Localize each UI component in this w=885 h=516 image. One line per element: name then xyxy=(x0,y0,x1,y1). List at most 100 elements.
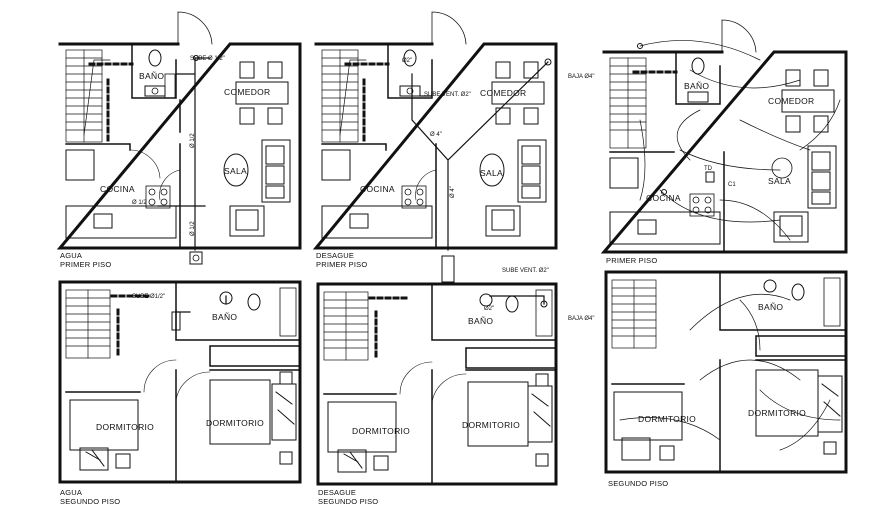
drain-down xyxy=(540,300,548,308)
bed xyxy=(69,399,139,471)
wall xyxy=(675,51,721,105)
door-swing xyxy=(431,373,467,403)
plan-caption: SEGUNDO PISO xyxy=(608,479,668,488)
night-table xyxy=(279,451,293,465)
wall xyxy=(65,369,301,483)
door-swing xyxy=(129,149,161,179)
kitchen-counter xyxy=(65,205,177,239)
sink xyxy=(144,85,166,97)
plan-desague-segundo-piso: BAÑO DORMITORIO DORMITORIO SUBE VENT. Ø2… xyxy=(316,268,594,506)
pipe-note: Ø2" xyxy=(402,58,412,64)
pipe-note: Ø 1/2 xyxy=(190,133,196,148)
room-label: DORMITORIO xyxy=(462,420,520,430)
stove xyxy=(401,185,427,209)
stairs xyxy=(65,49,111,143)
plan-caption: SEGUNDO PISO xyxy=(318,497,378,506)
room-label: DORMITORIO xyxy=(352,426,410,436)
pipe-note: Ø2" xyxy=(484,306,494,312)
toilet xyxy=(148,49,162,67)
sofa xyxy=(261,139,291,203)
night-table xyxy=(535,453,549,467)
bed xyxy=(467,381,553,447)
plan-desague-primer-piso: COMEDOR SALA COCINA Ø2" SUBE VENT. Ø2" B… xyxy=(312,11,594,283)
sofa xyxy=(517,139,547,203)
plan-caption: DESAGUE xyxy=(316,251,354,260)
bed xyxy=(613,391,683,461)
pipe-note: Ø 1/2 xyxy=(132,200,147,206)
door-swing xyxy=(159,169,181,201)
kitchen-counter xyxy=(65,149,95,181)
pipe-note: SUBE Ø1/2" xyxy=(132,294,165,300)
room-label: SALA xyxy=(480,168,503,178)
pipe-note: Ø 1/2 xyxy=(190,221,196,236)
wall xyxy=(604,270,848,474)
room-label: COMEDOR xyxy=(224,87,271,97)
room-label: DORMITORIO xyxy=(96,422,154,432)
stove xyxy=(145,185,171,209)
electrical-wiring xyxy=(639,40,841,241)
dining-table xyxy=(491,61,545,125)
pipe-note: SUBE VENT. Ø2" xyxy=(424,92,471,98)
room-label: BAÑO xyxy=(139,71,164,81)
sink xyxy=(479,293,493,307)
armchair xyxy=(485,205,521,237)
room-label: COCINA xyxy=(646,193,681,203)
wall xyxy=(58,280,302,484)
pipe-note: Ø 4" xyxy=(450,186,456,198)
plan-agua-segundo-piso: BAÑO DORMITORIO DORMITORIO SUBE Ø1/2" AG… xyxy=(58,280,302,506)
room-label: COMEDOR xyxy=(480,88,527,98)
kitchen-sink xyxy=(637,219,657,235)
drain-pipe xyxy=(489,295,545,305)
night-table xyxy=(659,445,675,461)
shower xyxy=(279,287,297,337)
wall xyxy=(600,50,848,254)
wall xyxy=(316,282,558,486)
wall xyxy=(755,335,847,357)
stairs xyxy=(323,291,369,361)
stove xyxy=(689,193,715,217)
wall xyxy=(175,281,301,341)
wall xyxy=(321,143,437,249)
wall xyxy=(609,151,725,253)
room-label: COCINA xyxy=(360,184,395,194)
toilet xyxy=(403,49,417,67)
pipe-riser xyxy=(171,311,181,331)
toilet xyxy=(691,57,705,75)
room-label: DORMITORIO xyxy=(748,408,806,418)
door-swing xyxy=(399,361,433,395)
room-label: BAÑO xyxy=(758,302,783,312)
plan-caption: PRIMER PISO xyxy=(316,260,367,269)
stairs xyxy=(321,49,367,143)
stairs xyxy=(611,279,657,349)
night-table xyxy=(115,453,131,469)
wall xyxy=(465,347,557,369)
room-label: BAÑO xyxy=(468,316,493,326)
kitchen-counter xyxy=(609,211,721,245)
light-point xyxy=(661,189,667,195)
room-label: DORMITORIO xyxy=(638,414,696,424)
bed xyxy=(755,369,843,437)
dining-table xyxy=(235,61,289,125)
night-table xyxy=(279,371,293,385)
plan-caption: AGUA xyxy=(60,251,82,260)
light-point xyxy=(771,157,793,179)
sink xyxy=(763,279,777,293)
room-label: SALA xyxy=(224,166,247,176)
water-meter xyxy=(189,251,203,265)
door-swing xyxy=(415,169,437,201)
pipe-note: SUBE VENT. Ø2" xyxy=(502,268,549,274)
shower xyxy=(823,277,841,327)
kitchen-counter xyxy=(609,157,639,189)
plan-caption: AGUA xyxy=(60,488,82,497)
wall xyxy=(611,359,847,473)
door-swing xyxy=(721,19,757,53)
room-label: COCINA xyxy=(100,184,135,194)
wall xyxy=(323,369,557,485)
wall xyxy=(56,42,302,250)
circuit-label: C1 xyxy=(728,182,736,188)
dining-table xyxy=(781,69,835,133)
panel-box xyxy=(705,171,715,183)
shower xyxy=(535,289,553,337)
shower xyxy=(164,73,176,99)
door-swing xyxy=(177,11,213,45)
